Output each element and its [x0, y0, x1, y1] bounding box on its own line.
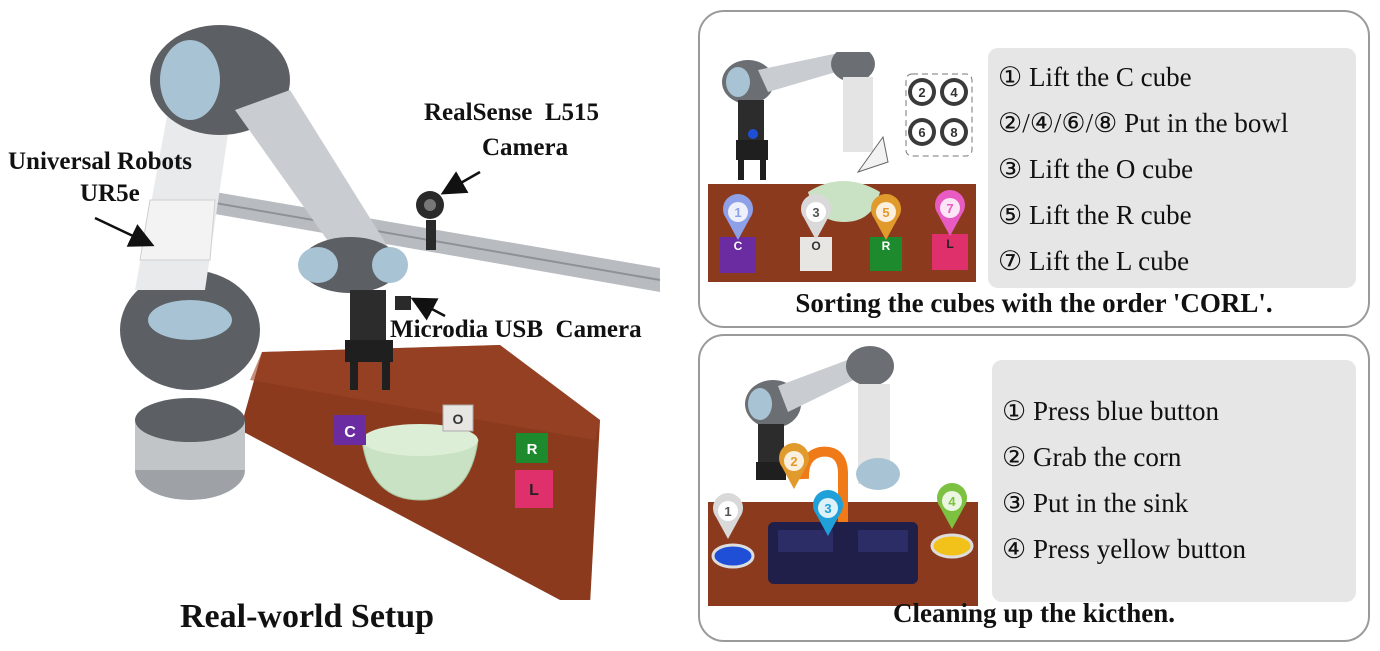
robot-upper-link: [235, 90, 390, 265]
step-marker-3: 3: [801, 194, 831, 240]
marker-number: 4: [948, 494, 956, 509]
marker-number: 3: [824, 501, 831, 516]
marker-number: 2: [918, 85, 925, 100]
step-marker-2: 2: [779, 443, 809, 489]
cube-c: C: [334, 415, 366, 445]
kitchen-photo: 1 2 3 4: [708, 344, 978, 606]
kitchen-step-2: ② Grab the corn: [1002, 442, 1182, 472]
robot-label-arrow: [94, 216, 155, 247]
marker-number: 7: [946, 201, 953, 216]
cube-letter: O: [811, 239, 820, 253]
step-marker-1: 1: [713, 493, 743, 539]
step-marker-7: 7: [935, 190, 965, 236]
task-panel-sorting: C O R L 1 3 5 7: [698, 10, 1370, 328]
marker-number: 1: [734, 205, 741, 220]
sorting-step-3: ③ Lift the O cube: [998, 154, 1194, 184]
step-marker-3: 3: [813, 490, 843, 536]
cube-o: O: [442, 404, 474, 432]
kitchen-caption: Cleaning up the kicthen.: [892, 598, 1176, 628]
marker-number: 1: [724, 504, 731, 519]
step-marker-1: 1: [723, 194, 753, 240]
blue-button: [711, 543, 755, 569]
marker-number: 2: [790, 454, 797, 469]
robot-label-line2: UR5e: [80, 180, 140, 207]
cube-l: L: [515, 470, 553, 508]
cube-letter: R: [882, 239, 891, 253]
kitchen-step-3: ③ Put in the sink: [1002, 488, 1189, 518]
realsense-label-line1: RealSense L515: [424, 99, 599, 126]
cube-letter: L: [946, 237, 953, 251]
step-marker-4: 4: [937, 483, 967, 529]
kitchen-step-4: ④ Press yellow button: [1002, 534, 1246, 564]
robot-label-line1: Universal Robots: [8, 148, 193, 175]
marker-number: 6: [918, 125, 925, 140]
sorting-step-4: ⑤ Lift the R cube: [998, 200, 1192, 230]
setup-title: Real-world Setup: [180, 598, 435, 635]
realsense-label-line2: Camera: [482, 134, 569, 161]
sorting-step-2: ②/④/⑥/⑧ Put in the bowl: [998, 108, 1289, 138]
kitchen-step-1: ① Press blue button: [1002, 396, 1219, 426]
cube-letter: C: [344, 424, 356, 441]
bowl-marker-4: 4: [940, 78, 968, 106]
bowl-marker-6: 6: [908, 118, 936, 146]
cube-letter: O: [453, 411, 464, 427]
sorting-step-1: ① Lift the C cube: [998, 62, 1192, 92]
cube-letter: L: [529, 482, 539, 499]
gripper: [345, 340, 393, 362]
sorting-steps-box: ① Lift the C cube ②/④/⑥/⑧ Put in the bow…: [988, 48, 1356, 288]
realsense-label-arrow: [440, 170, 481, 195]
sorting-photo: C O R L 1 3 5 7: [708, 52, 976, 282]
usb-camera-label-arrow: [410, 297, 446, 321]
setup-illustration: C O R L: [94, 25, 661, 600]
task-panel-kitchen: 1 2 3 4 ① Press blue button ② Grab the c…: [698, 334, 1370, 642]
usb-camera-label: Microdia USB Camera: [390, 316, 642, 343]
bowl-pointer-icon: [856, 135, 889, 173]
marker-number: 3: [812, 205, 819, 220]
marker-number: 5: [882, 205, 889, 220]
bowl-marker-8: 8: [940, 118, 968, 146]
cube-r: R: [516, 433, 548, 463]
usb-camera-icon: [395, 296, 411, 310]
marker-number: 8: [950, 125, 957, 140]
cube-letter: R: [527, 441, 538, 458]
marker-number: 4: [950, 85, 958, 100]
step-marker-5: 5: [871, 194, 901, 240]
yellow-button: [930, 533, 974, 559]
cube-letter: C: [734, 239, 743, 253]
kitchen-steps-box: ① Press blue button ② Grab the corn ③ Pu…: [992, 360, 1356, 602]
sorting-caption: Sorting the cubes with the order 'CORL'.: [795, 288, 1273, 318]
bowl-marker-2: 2: [908, 78, 936, 106]
sorting-step-5: ⑦ Lift the L cube: [998, 246, 1190, 276]
